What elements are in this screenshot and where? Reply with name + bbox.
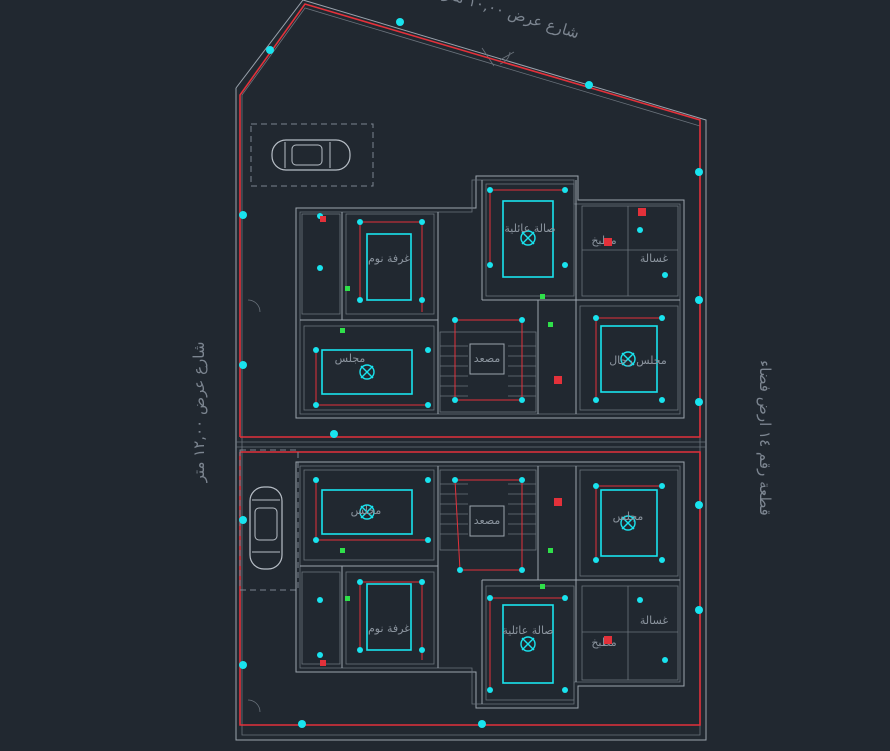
car-icon [271,139,351,171]
ceiling-light-box [366,233,412,301]
ceiling-light-box [600,489,658,557]
room-label-bedroom: غرفة نوم [368,622,410,635]
staircase [439,331,537,413]
room-label-bedroom: غرفة نوم [368,252,410,265]
plot-label-right: قطعة رقم ١٤ ارض فضاء [756,360,774,516]
room-label-guests: مجلس [613,510,644,523]
staircase [439,469,537,551]
parking-space-lower [239,449,299,591]
ceiling-light-box [502,604,554,684]
site-outline [235,0,707,741]
room-label-majlis: مجلس [351,504,382,517]
room-label-guests: مجلس رجال [609,354,667,367]
room-label-majlis: مجلس [335,352,366,365]
switches [340,286,553,601]
car-icon [249,486,283,570]
ceiling-light-box [502,200,554,278]
ceiling-light-box [600,325,658,393]
ceiling-light-box [321,489,413,535]
fan-icon [359,504,636,652]
sockets [320,208,646,666]
room-label-laundry: غسالة [640,252,668,265]
building-upper: غرفة نوم مجلس صالة عائلية مجلس رجال مطبخ… [295,175,685,419]
room-label-laundry: غسالة [640,614,668,627]
fan-icon [359,230,636,380]
property-boundary [239,3,701,438]
street-label-top: شارع عرض ١٠,٠٠ متر [441,0,582,42]
street-label-left: شارع عرض ١٢,٠٠ متر [190,342,208,484]
room-label-living: صالة عائلية [504,222,555,235]
room-label-living: صالة عائلية [502,624,553,637]
parking-space-upper [250,123,374,187]
stairs-label: مصعد [474,514,501,527]
ceiling-light-box [366,583,412,651]
stairs-label: مصعد [474,352,501,365]
property-boundary-lower [239,451,701,726]
ceiling-light-box [321,349,413,395]
building-lower: مجلس غرفة نوم صالة عائلية مجلس مطبخ غسال… [295,461,685,709]
light-fixtures [239,18,703,728]
